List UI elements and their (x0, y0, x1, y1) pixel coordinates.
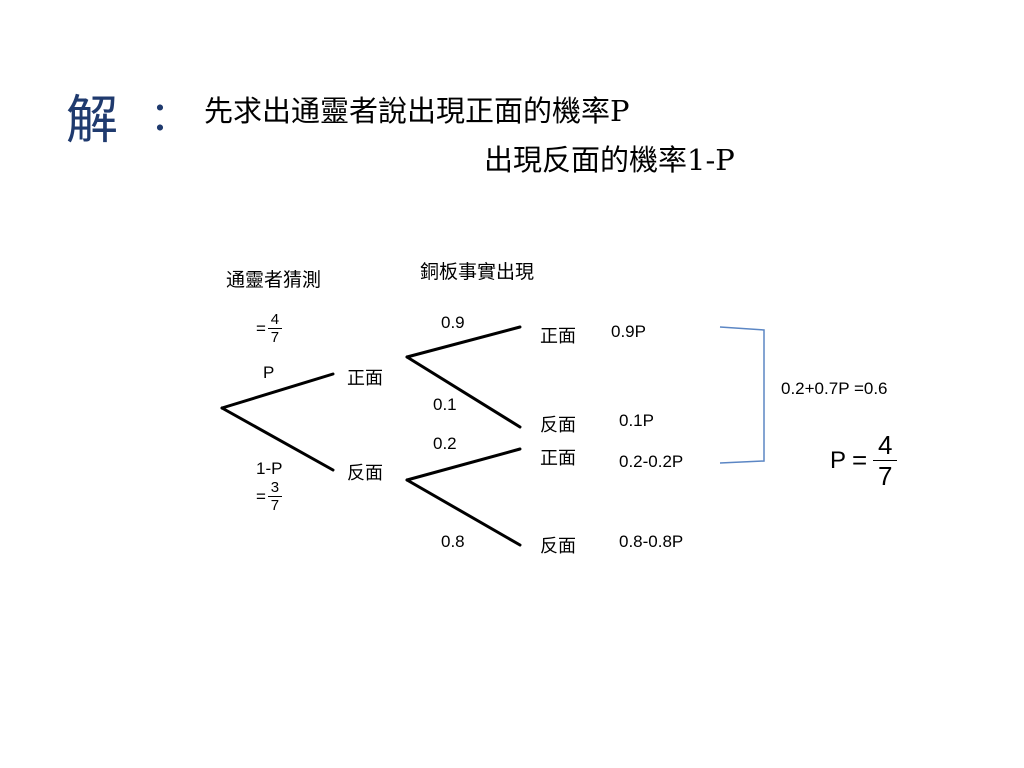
fraction-bottom: = 3 7 (256, 479, 282, 514)
branch-bottom-heads (405, 447, 522, 482)
outcome-tails-2b: 反面 (540, 536, 576, 557)
joint-0-1p: 0.1P (619, 411, 654, 430)
result-equals: = (852, 445, 868, 475)
joint-0-2-0-2p: 0.2-0.2P (619, 452, 684, 471)
prob-0-1: 0.1 (433, 395, 457, 414)
branch-top-heads (405, 325, 522, 359)
equation: 0.2+0.7P =0.6 (781, 379, 888, 398)
prob-0-8: 0.8 (441, 532, 465, 551)
outcome-heads-2b: 正面 (540, 448, 576, 469)
result-bar (873, 460, 898, 461)
branch-bottom-tails (405, 478, 522, 547)
fraction-denominator: 7 (270, 497, 280, 514)
joint-0-9p: 0.9P (611, 322, 646, 341)
title-line-2: 出現反面的機率1-P (484, 143, 735, 177)
title-colon: ： (150, 94, 190, 140)
outcome-heads-1: 正面 (347, 368, 383, 389)
fraction-equals: = (256, 486, 266, 506)
outcome-heads-2a: 正面 (540, 326, 576, 347)
branch-root-top (220, 372, 335, 410)
result-denominator: 7 (877, 461, 893, 491)
fraction-bar (267, 328, 282, 329)
branch-root-bottom (220, 406, 335, 472)
prob-0-9: 0.9 (441, 313, 465, 332)
fraction-numerator: 3 (270, 479, 280, 496)
outcome-tails-2a: 反面 (540, 415, 576, 436)
fraction-top: = 4 7 (256, 311, 282, 346)
result-fraction: P = 4 7 (830, 430, 898, 491)
title-prefix: 解 (66, 91, 119, 151)
fraction-numerator: 4 (270, 311, 280, 328)
prob-1-p: 1-P (256, 459, 283, 478)
prob-p: P (263, 363, 275, 382)
fraction-equals: = (256, 318, 266, 338)
branch-top-tails (405, 355, 522, 429)
outcome-tails-1: 反面 (347, 463, 383, 484)
result-numerator: 4 (877, 430, 893, 460)
header-coin: 銅板事實出現 (420, 261, 535, 283)
prob-0-2: 0.2 (433, 434, 457, 453)
header-guess: 通靈者猜測 (226, 269, 322, 291)
bracket (719, 326, 765, 464)
fraction-bar (267, 496, 282, 497)
title-line-1: 先求出通靈者說出現正面的機率P (204, 94, 630, 128)
joint-0-8-0-8p: 0.8-0.8P (619, 532, 684, 551)
fraction-denominator: 7 (270, 329, 280, 346)
result-variable: P (830, 446, 847, 474)
